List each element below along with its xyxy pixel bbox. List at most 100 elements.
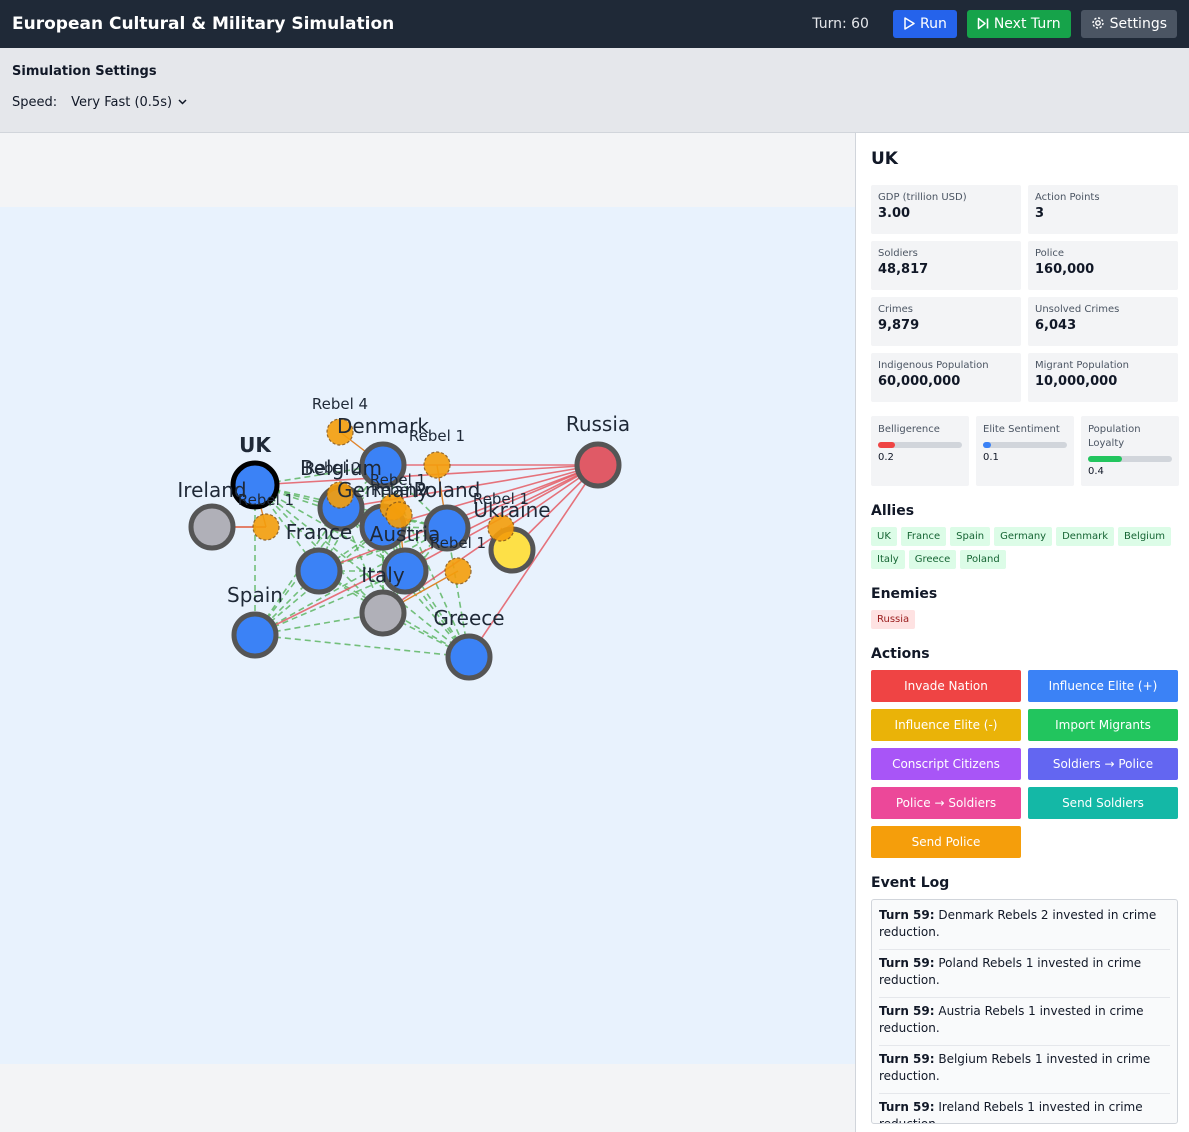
- meter-label: Belligerence: [878, 424, 940, 435]
- stat-gdp: GDP (trillion USD)3.00: [871, 185, 1021, 234]
- ally-chip-germany: Germany: [994, 527, 1053, 546]
- nation-label: Ireland: [177, 478, 246, 502]
- event-log[interactable]: Turn 59: Denmark Rebels 2 invested in cr…: [871, 899, 1178, 1124]
- soldiers-police-button[interactable]: Soldiers → Police: [1028, 748, 1178, 780]
- stat-label: Police: [1035, 248, 1064, 259]
- log-entry: Turn 59: Poland Rebels 1 invested in cri…: [879, 950, 1170, 998]
- war-edge: [382, 464, 599, 528]
- actions-title: Actions: [871, 646, 930, 662]
- top-bar: European Cultural & Military Simulation …: [0, 0, 1189, 48]
- nation-node-greece: [445, 633, 493, 681]
- run-button[interactable]: Run: [892, 10, 957, 38]
- meters-row: Belligerence 0.2 Elite Sentiment 0.1 Pop…: [871, 416, 1179, 486]
- ally-chip-denmark: Denmark: [1056, 527, 1115, 546]
- nation-label: UK: [239, 433, 272, 457]
- rebel-label: Rebel 1: [409, 427, 465, 445]
- war-edge: [254, 464, 599, 636]
- enemy-chip-russia: Russia: [871, 610, 916, 629]
- nation-label: Ukraine: [473, 498, 550, 522]
- influence-elite-button[interactable]: Influence Elite (+): [1028, 670, 1178, 702]
- rebel-label: Rebel 1: [238, 491, 294, 509]
- war-edge: [468, 464, 599, 658]
- nation-node-austria: [381, 547, 429, 595]
- nation-label: Belgium: [300, 456, 382, 480]
- conscript-citizens-button[interactable]: Conscript Citizens: [871, 748, 1021, 780]
- rebel-label: Rebel 4: [312, 395, 368, 413]
- ally-chip-belgium: Belgium: [1118, 527, 1172, 546]
- nation-node-uk: [230, 460, 280, 510]
- meter-label: Elite Sentiment: [983, 424, 1060, 435]
- alliance-edge: [404, 570, 470, 658]
- network-graph[interactable]: UKIrelandFranceSpainBelgiumDenmarkGerman…: [0, 207, 855, 1064]
- alliance-edge: [254, 484, 406, 572]
- war-edge: [446, 464, 599, 529]
- nation-label: Germany: [337, 478, 429, 502]
- stat-label: Migrant Population: [1035, 360, 1129, 371]
- enemies-title: Enemies: [871, 586, 938, 602]
- nation-label: Italy: [361, 563, 405, 587]
- ally-chip-france: France: [900, 527, 947, 546]
- send-soldiers-button[interactable]: Send Soldiers: [1028, 787, 1178, 819]
- ally-chip-uk: UK: [871, 527, 897, 546]
- log-entry: Turn 59: Austria Rebels 1 invested in cr…: [879, 998, 1170, 1046]
- rebel-label: Rebel 1: [473, 490, 529, 508]
- speed-row: Speed: Very Fast (0.5s): [12, 93, 1177, 112]
- stat-value: 3.00: [878, 206, 911, 221]
- police-soldiers-button[interactable]: Police → Soldiers: [871, 787, 1021, 819]
- settings-bar: Simulation Settings Speed: Very Fast (0.…: [0, 48, 1189, 133]
- alliance-edge: [318, 570, 470, 658]
- import-migrants-button[interactable]: Import Migrants: [1028, 709, 1178, 741]
- gear-icon: [1091, 16, 1105, 32]
- nation-panel: UK GDP (trillion USD)3.00 Action Points 3…: [855, 133, 1189, 1132]
- nation-node-ireland: [188, 503, 236, 551]
- meter-label: Population Loyalty: [1088, 424, 1141, 449]
- stat-label: Unsolved Crimes: [1035, 304, 1120, 315]
- enemies-list: Russia: [871, 610, 1178, 629]
- nation-node-france: [295, 547, 343, 595]
- alliance-edge: [254, 527, 448, 636]
- meter-fill: [983, 442, 992, 448]
- meter-value: 0.1: [983, 452, 999, 463]
- stat-label: Indigenous Population: [878, 360, 989, 371]
- nation-node-spain: [231, 611, 279, 659]
- speed-select[interactable]: Very Fast (0.5s): [65, 93, 194, 112]
- meter-elite-sentiment: Elite Sentiment 0.1: [976, 416, 1074, 486]
- settings-button[interactable]: Settings: [1080, 10, 1177, 38]
- rebel-node: [423, 451, 451, 479]
- nation-node-denmark: [359, 441, 407, 489]
- stats-grid: GDP (trillion USD)3.00 Action Points 3 So…: [871, 185, 1178, 402]
- alliance-edge: [254, 570, 406, 636]
- meter-population-loyalty: Population Loyalty 0.4: [1081, 416, 1179, 486]
- alliance-edge: [382, 526, 470, 658]
- alliance-edge: [382, 570, 406, 614]
- nation-label: Greece: [433, 606, 504, 630]
- turn-counter: Turn: 60: [812, 16, 869, 32]
- nation-node-russia: [574, 441, 622, 489]
- rebel-label: Rebel 1: [370, 471, 426, 489]
- stat-value: 3: [1035, 206, 1045, 221]
- send-police-button[interactable]: Send Police: [871, 826, 1021, 858]
- meter-value: 0.4: [1088, 466, 1104, 477]
- rebel-node: [326, 418, 354, 446]
- nation-label: Poland: [414, 478, 481, 502]
- play-icon: [903, 16, 915, 32]
- stat-label: Action Points: [1035, 192, 1100, 203]
- next-turn-button[interactable]: Next Turn: [966, 10, 1071, 38]
- log-entry: Turn 59: Ireland Rebels 1 invested in cr…: [879, 1094, 1170, 1123]
- ally-chip-poland: Poland: [960, 550, 1006, 569]
- rebel-node: [326, 481, 354, 509]
- nation-label: Denmark: [337, 414, 429, 438]
- stat-label: Soldiers: [878, 248, 918, 259]
- settings-button-label: Settings: [1109, 16, 1167, 32]
- alliance-edge: [254, 484, 470, 658]
- rebel-node: [252, 513, 280, 541]
- influence-elite-button[interactable]: Influence Elite (-): [871, 709, 1021, 741]
- nation-label: Austria: [370, 522, 441, 546]
- invade-nation-button[interactable]: Invade Nation: [871, 670, 1021, 702]
- war-edge: [254, 464, 599, 486]
- nation-node-italy: [359, 589, 407, 637]
- rebel-node: [444, 557, 472, 585]
